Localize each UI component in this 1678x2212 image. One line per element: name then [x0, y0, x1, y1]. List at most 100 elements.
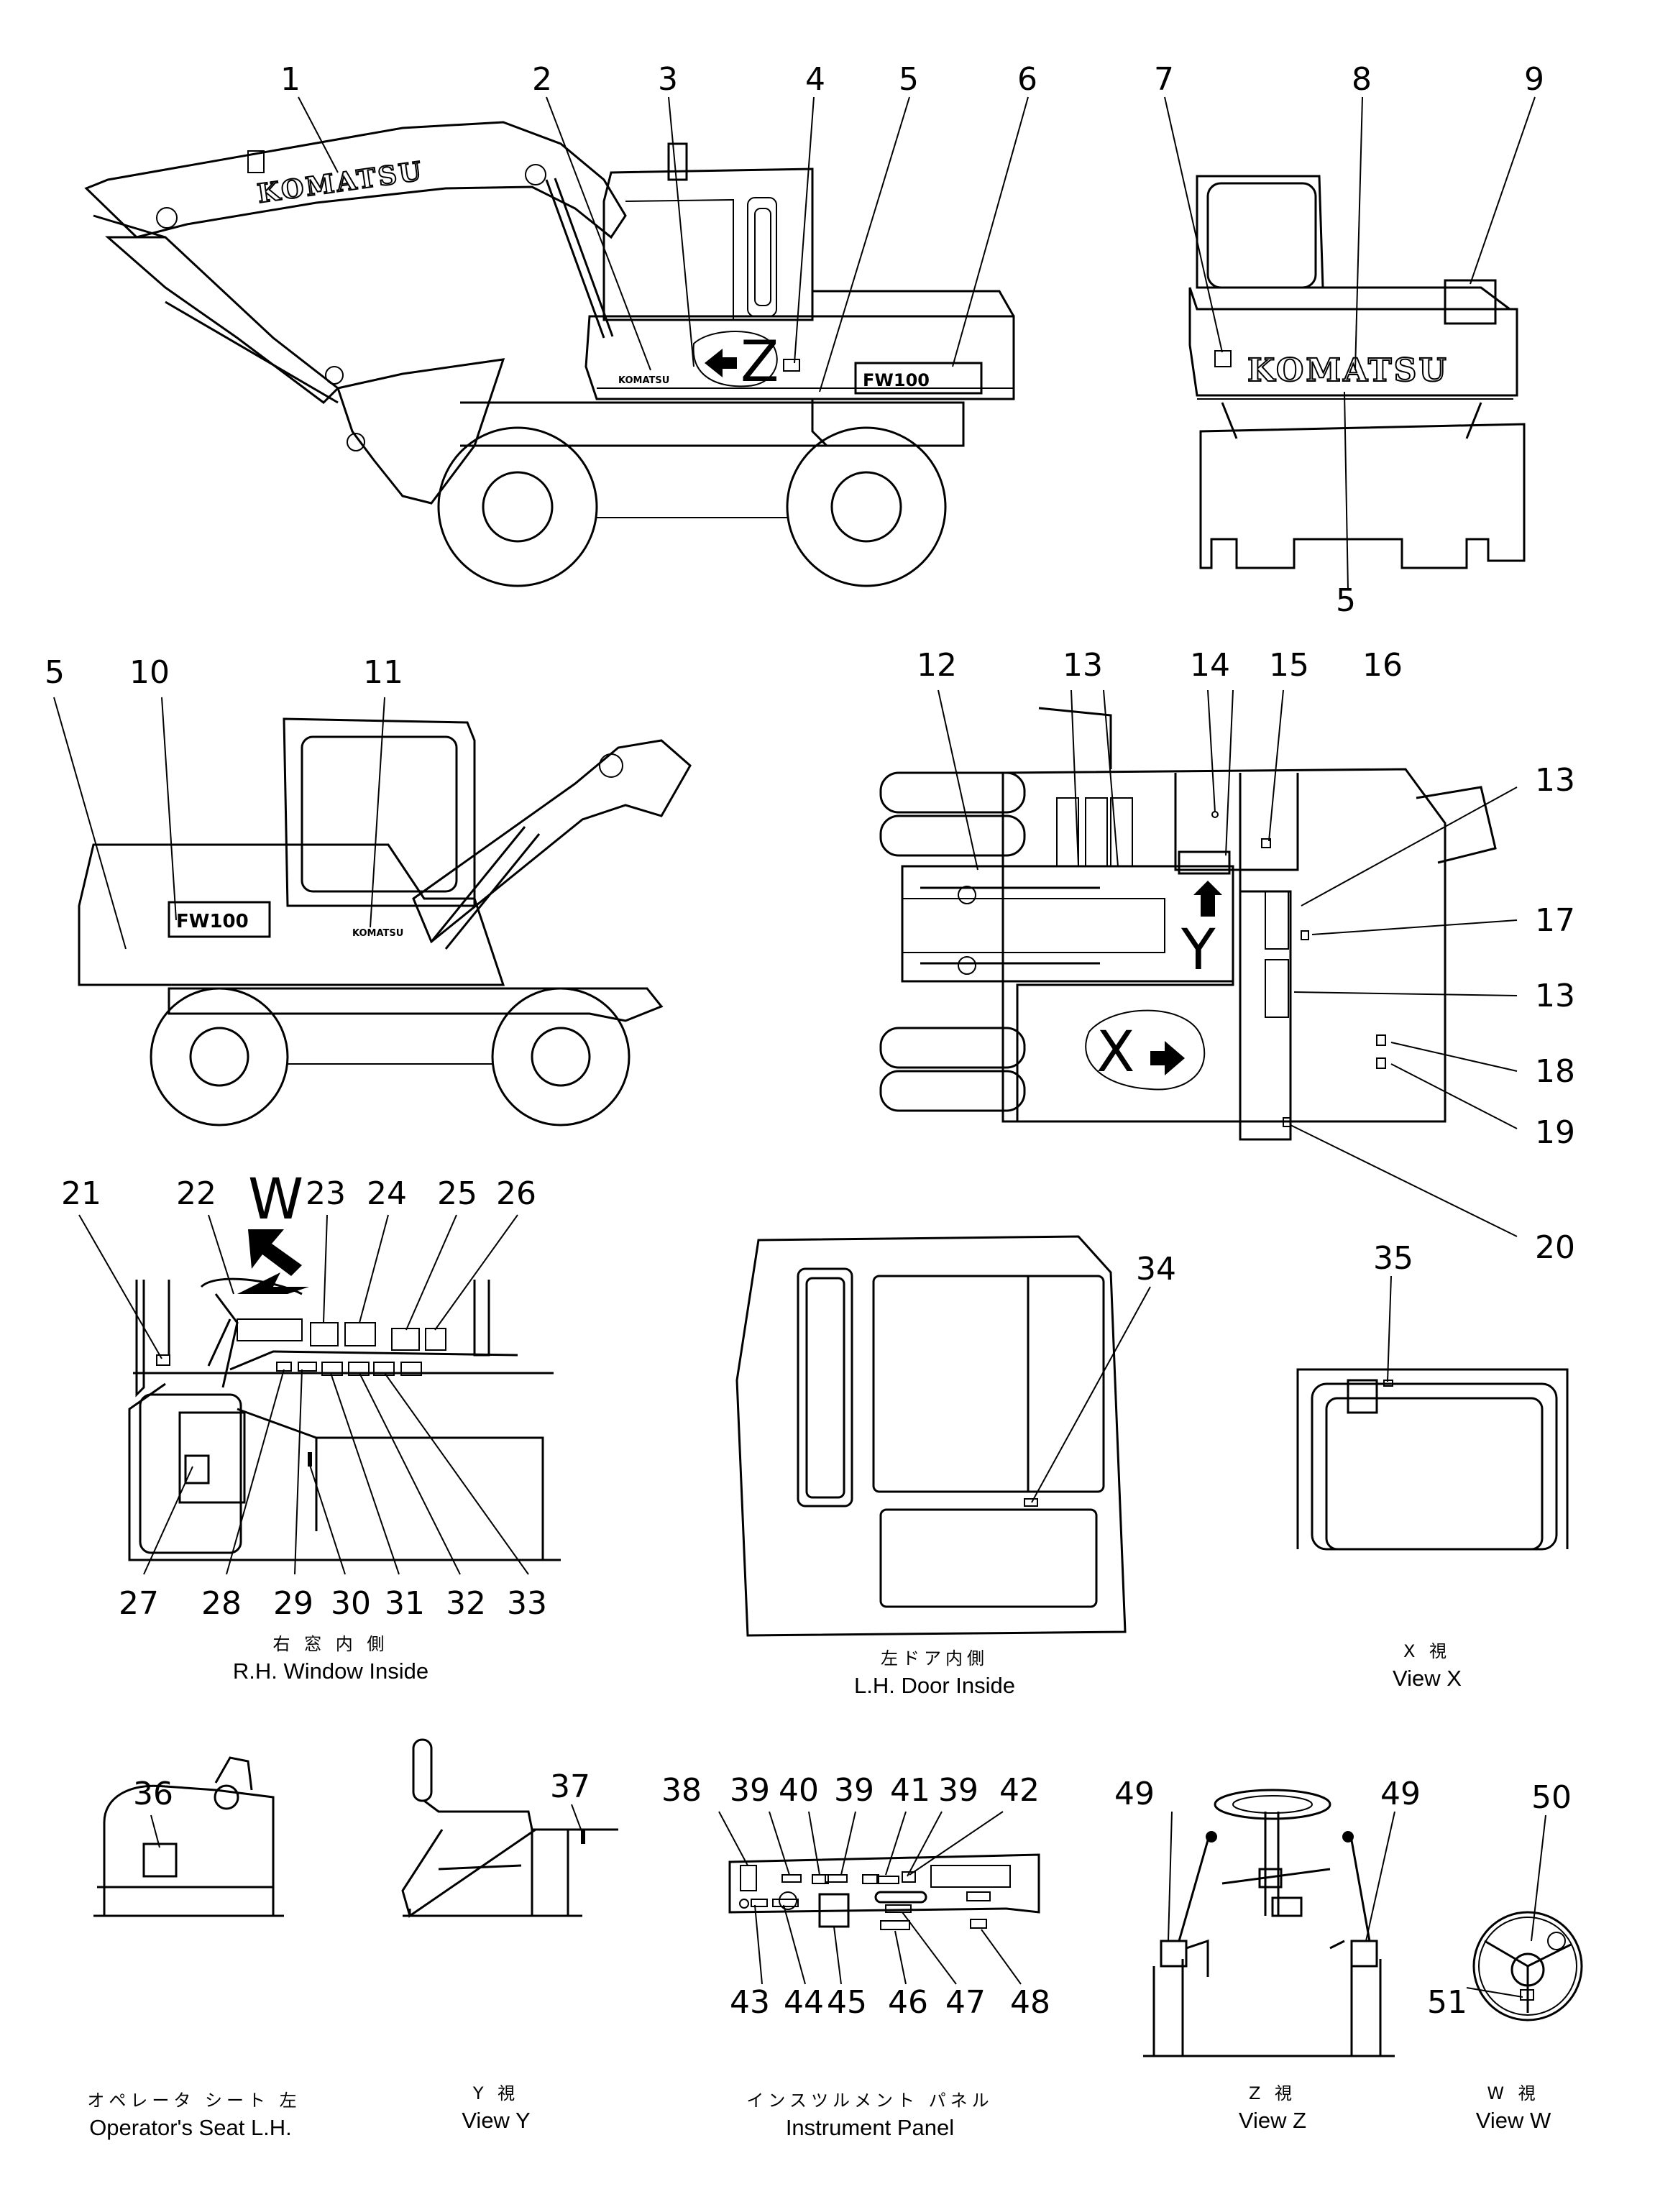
model-decal-side: FW100: [863, 370, 930, 390]
caption-lh-door-jp: 左ドア内側: [881, 1648, 989, 1669]
part-number: 2: [532, 61, 552, 98]
part-number: 20: [1535, 1229, 1575, 1266]
part-number: 13: [1535, 978, 1575, 1014]
part-number: 49: [1114, 1776, 1155, 1812]
caption-seat-jp: オペレータ シート 左: [87, 2091, 301, 2111]
operator-seat: [93, 1756, 284, 1917]
part-number: 22: [176, 1175, 216, 1212]
part-number: 34: [1136, 1251, 1176, 1288]
part-number: 5: [45, 654, 65, 691]
part-number: 15: [1269, 647, 1309, 684]
part-number: 3: [658, 61, 678, 98]
part-number: 8: [1352, 61, 1372, 98]
part-number: 24: [367, 1175, 407, 1212]
part-number: 18: [1535, 1053, 1575, 1090]
instrument-panel: [728, 1853, 1040, 1930]
view-captions: 右 窓 内 側 R.H. Window Inside 左ドア内側 L.H. Do…: [87, 1634, 1551, 2140]
caption-view-x-en: View X: [1393, 1666, 1462, 1691]
komatsu-boom-decal: KOMATSU: [255, 156, 425, 209]
caption-panel-en: Instrument Panel: [786, 2115, 954, 2140]
part-number: 4: [805, 61, 825, 98]
view-z-marker: Z: [741, 330, 779, 395]
view-x-marker: X: [1096, 1020, 1134, 1085]
lh-door-inside: [735, 1235, 1127, 1637]
caption-view-z-jp: Z 視: [1249, 2083, 1296, 2103]
part-number: 36: [133, 1776, 173, 1812]
part-number: 47: [945, 1984, 986, 2021]
part-number: 33: [507, 1585, 547, 1622]
caption-rh-window-jp: 右 窓 内 側: [273, 1634, 389, 1654]
rear-view: KOMATSU: [1188, 175, 1526, 569]
part-number: 45: [827, 1984, 867, 2021]
part-number: 1: [280, 61, 301, 98]
part-number: 17: [1535, 902, 1575, 939]
komatsu-right-small: KOMATSU: [352, 928, 403, 939]
model-decal-right: FW100: [176, 911, 249, 932]
side-view-right: FW100 KOMATSU: [78, 717, 692, 1126]
part-number: 12: [917, 647, 957, 684]
part-number: 27: [119, 1585, 159, 1622]
komatsu-side-small: KOMATSU: [618, 375, 669, 386]
part-number: 5: [1336, 582, 1356, 619]
rh-window-inside: W: [128, 1167, 561, 1561]
part-number: 10: [129, 654, 170, 691]
part-number: 16: [1362, 647, 1403, 684]
part-number: 19: [1535, 1114, 1575, 1151]
part-number: 50: [1531, 1779, 1572, 1816]
view-w-marker: W: [248, 1167, 303, 1232]
side-view-left: KOMATSU KOMATSU Z FW100: [84, 121, 1015, 587]
part-number: 30: [331, 1585, 371, 1622]
part-number: 39: [834, 1772, 874, 1809]
part-number: 41: [890, 1772, 930, 1809]
part-number: 49: [1380, 1776, 1421, 1812]
part-number: 39: [938, 1772, 978, 1809]
part-number: 32: [446, 1585, 486, 1622]
part-number: 6: [1017, 61, 1037, 98]
caption-view-w-jp: W 視: [1487, 2083, 1539, 2103]
view-z: [1143, 1789, 1395, 2057]
part-number: 42: [999, 1772, 1040, 1809]
part-number: 46: [888, 1984, 928, 2021]
part-number: 9: [1524, 61, 1544, 98]
caption-rh-window-en: R.H. Window Inside: [233, 1658, 428, 1684]
part-number: 38: [661, 1772, 702, 1809]
part-number: 13: [1063, 647, 1103, 684]
view-y-marker: Y: [1180, 918, 1216, 983]
caption-panel-jp: インスツルメント パネル: [746, 2091, 993, 2111]
view-x: [1296, 1368, 1569, 1551]
part-number: 14: [1190, 647, 1230, 684]
caption-seat-en: Operator's Seat L.H.: [89, 2115, 292, 2140]
part-number: 51: [1427, 1984, 1467, 2021]
caption-view-z-en: View Z: [1239, 2108, 1306, 2133]
part-number: 44: [784, 1984, 824, 2021]
part-number-labels: 1 2 3 4 5 6 7 8 9 5 5 10 11 12 13 14 15 …: [45, 61, 1575, 2021]
komatsu-rear-decal: KOMATSU: [1247, 352, 1449, 389]
part-number: 26: [496, 1175, 536, 1212]
part-number: 48: [1010, 1984, 1050, 2021]
part-number: 37: [550, 1768, 590, 1805]
view-y: [401, 1738, 618, 1918]
view-w: [1472, 1911, 1583, 2021]
part-number: 31: [385, 1585, 425, 1622]
caption-view-y-jp: Y 視: [472, 2083, 519, 2103]
top-view: Y X: [879, 707, 1497, 1141]
part-number: 29: [273, 1585, 313, 1622]
part-number: 7: [1154, 61, 1174, 98]
caption-view-x-jp: X 視: [1403, 1641, 1451, 1661]
part-number: 13: [1535, 762, 1575, 799]
caption-lh-door-en: L.H. Door Inside: [854, 1673, 1015, 1698]
part-number: 21: [61, 1175, 101, 1212]
part-number: 11: [363, 654, 403, 691]
part-number: 25: [437, 1175, 477, 1212]
leader-lines: [53, 96, 1546, 1998]
part-number: 39: [730, 1772, 770, 1809]
part-number: 28: [201, 1585, 242, 1622]
part-number: 5: [899, 61, 919, 98]
part-number: 40: [779, 1772, 819, 1809]
part-number: 35: [1373, 1240, 1413, 1277]
caption-view-w-en: View W: [1476, 2108, 1551, 2133]
part-number: 23: [306, 1175, 346, 1212]
caption-view-y-en: View Y: [462, 2108, 530, 2133]
part-number: 43: [730, 1984, 770, 2021]
